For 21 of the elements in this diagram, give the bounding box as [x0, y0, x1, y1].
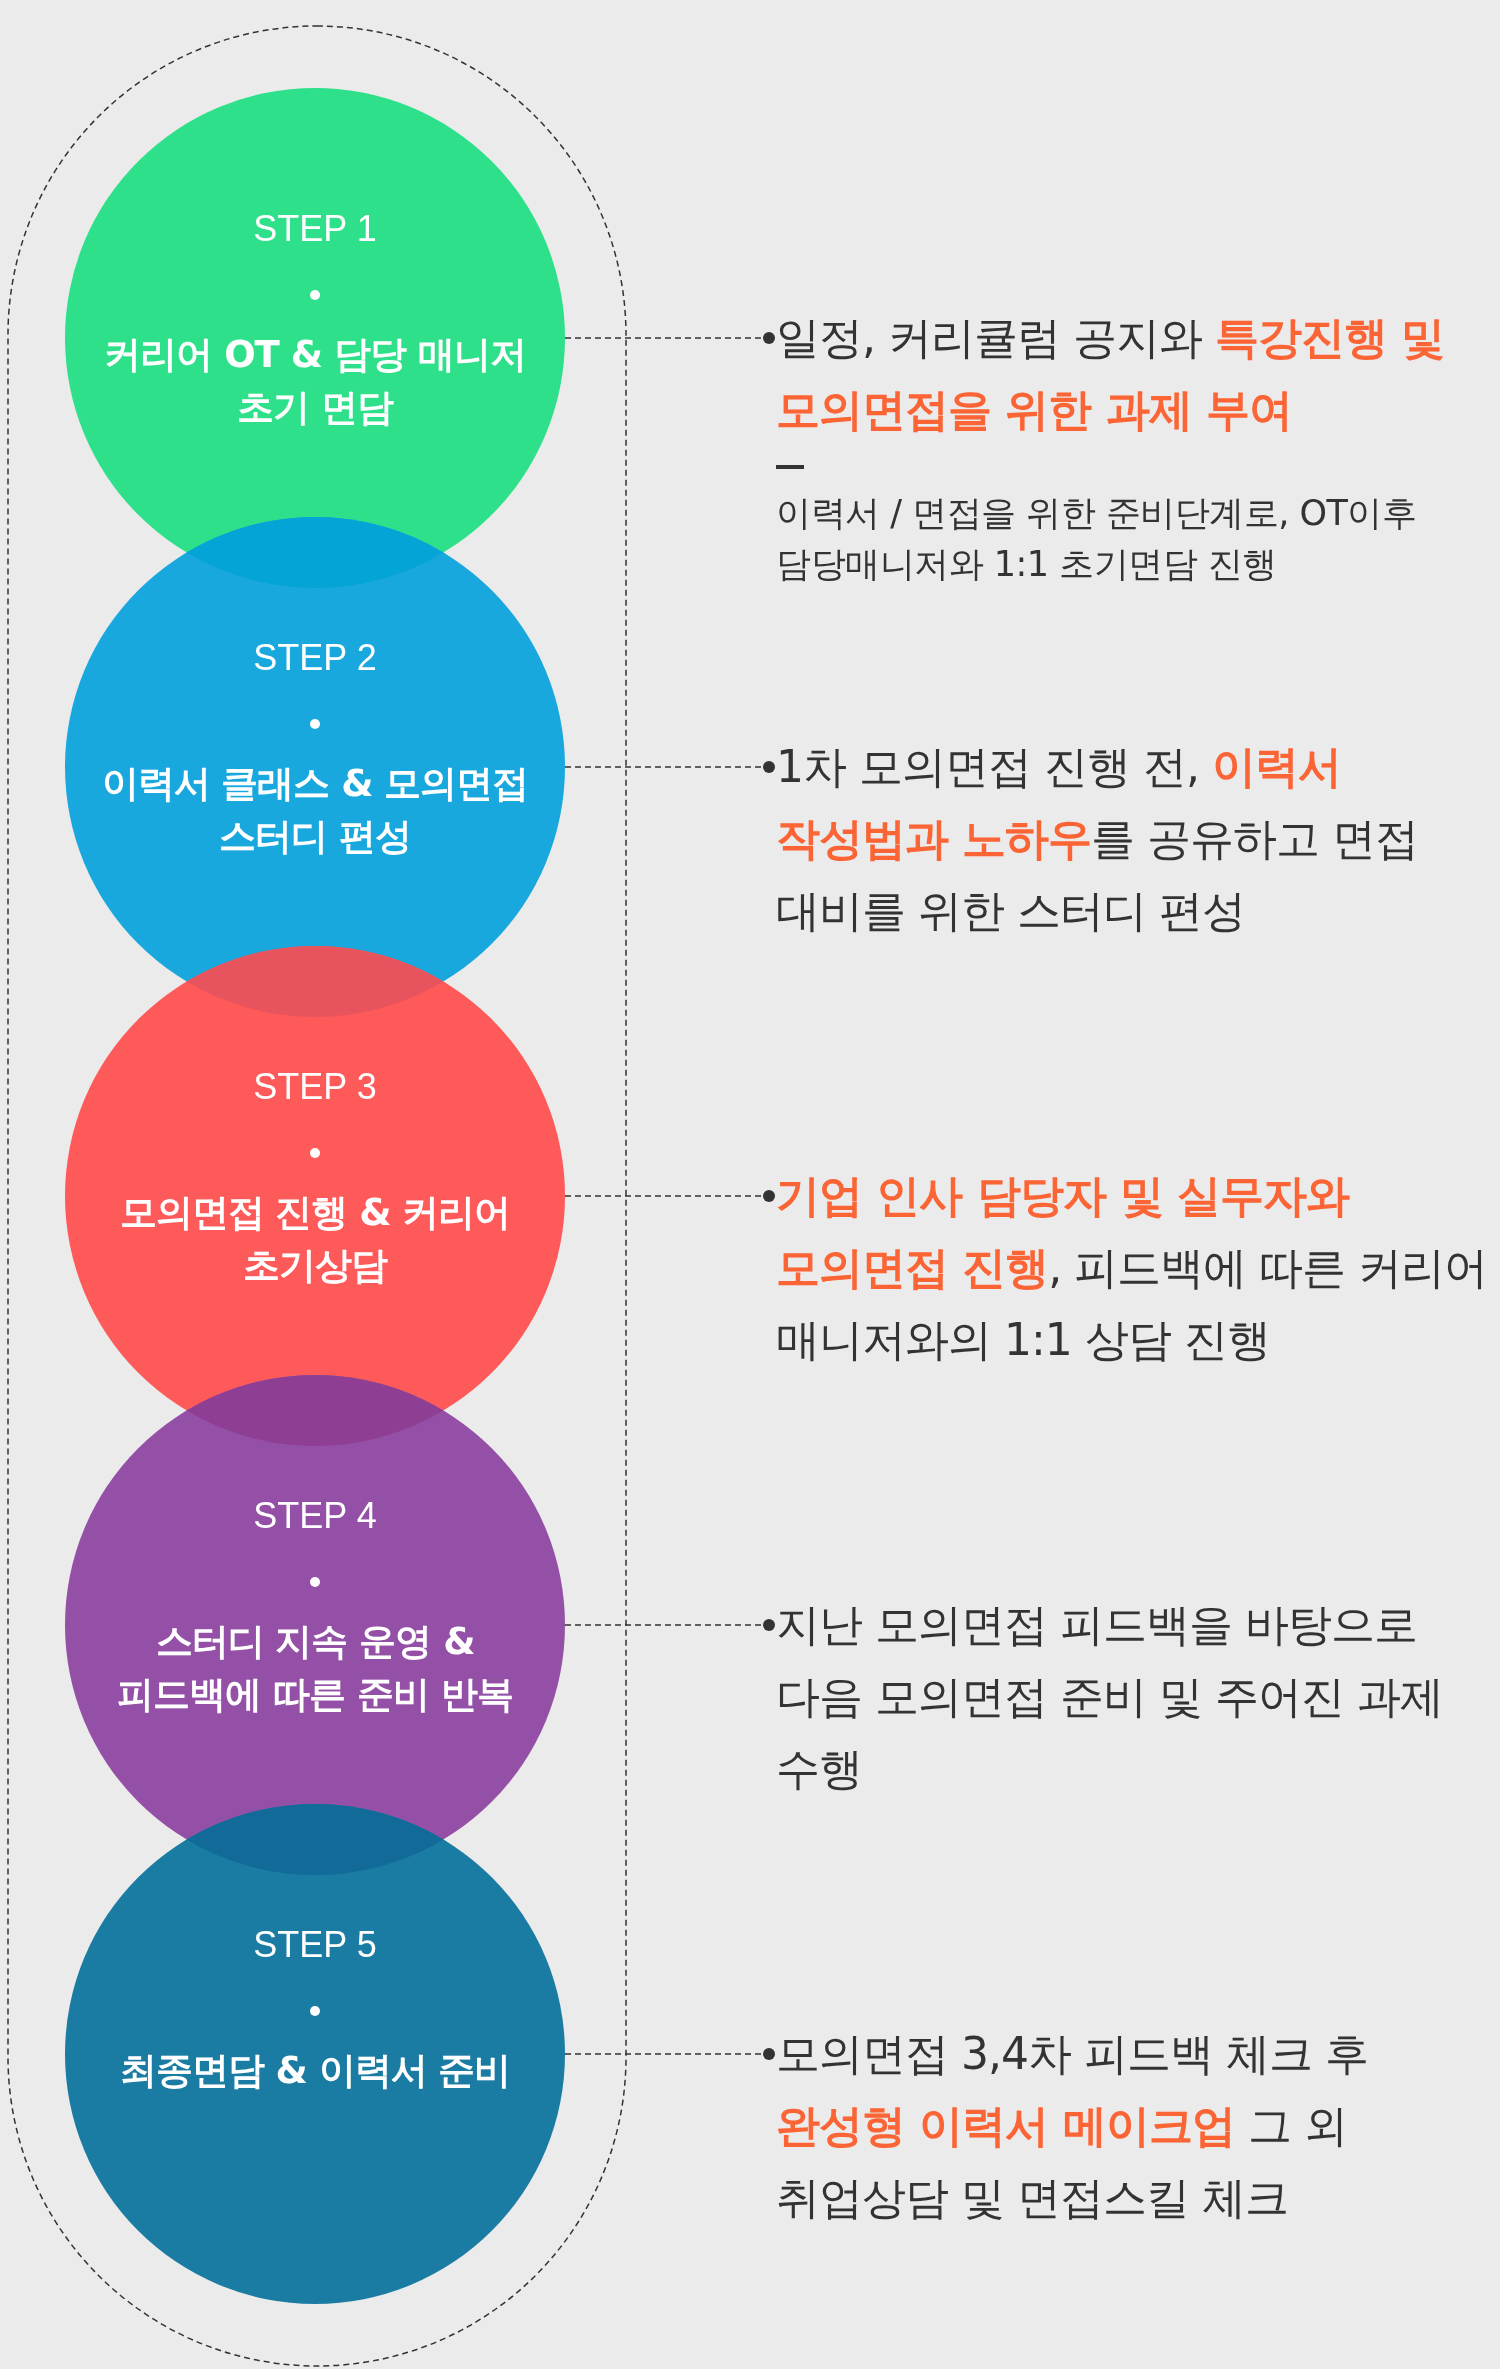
- leader-line: [564, 761, 776, 773]
- leader-line: [564, 332, 776, 344]
- leader-line: [564, 2048, 776, 2060]
- description-text: 모의면접 3,4차 피드백 체크 후 완성형 이력서 메이크업 그 외 취업상담 및 면접스킬 체크: [776, 2027, 1369, 2225]
- description-text: 기업 인사 담당자 및 실무자와 모의면접 진행, 피드백에 따른 커리어 매니저와의 1:1 상담 진행: [776, 1169, 1488, 1367]
- step-label: STEP 2: [253, 637, 377, 679]
- step-label: STEP 3: [253, 1066, 377, 1108]
- step-title: 모의면접 진행 & 커리어 초기상담: [118, 1190, 512, 1289]
- step-title: 이력서 클래스 & 모의면접 스터디 편성: [100, 761, 530, 860]
- description-text: 일정, 커리큘럼 공지와 특강진행 및 모의면접을 위한 과제 부여: [776, 311, 1446, 437]
- step-title: 커리어 OT & 담당 매니저 초기 면담: [103, 332, 527, 431]
- leader-line: [564, 1619, 776, 1631]
- description-text: 지난 모의면접 피드백을 바탕으로 다음 모의면접 준비 및 주어진 과제 수행: [776, 1598, 1444, 1796]
- step-title: 스터디 지속 운영 &피드백에 따른 준비 반복: [116, 1619, 514, 1718]
- step-title: 최종면담 & 이력서 준비: [119, 2048, 511, 2094]
- leader-line: [564, 1190, 776, 1202]
- step-label: STEP 1: [253, 208, 377, 250]
- step-label: STEP 5: [253, 1924, 377, 1966]
- step-label: STEP 4: [253, 1495, 377, 1537]
- description-text: 1차 모의면접 진행 전, 이력서 작성법과 노하우를 공유하고 면접 대비를 위한 스터디 편성: [776, 740, 1420, 938]
- note-text: 이력서 / 면접을 위한 준비단계로, OT이후 담당매니저와 1:1 초기면담 진행: [776, 492, 1418, 586]
